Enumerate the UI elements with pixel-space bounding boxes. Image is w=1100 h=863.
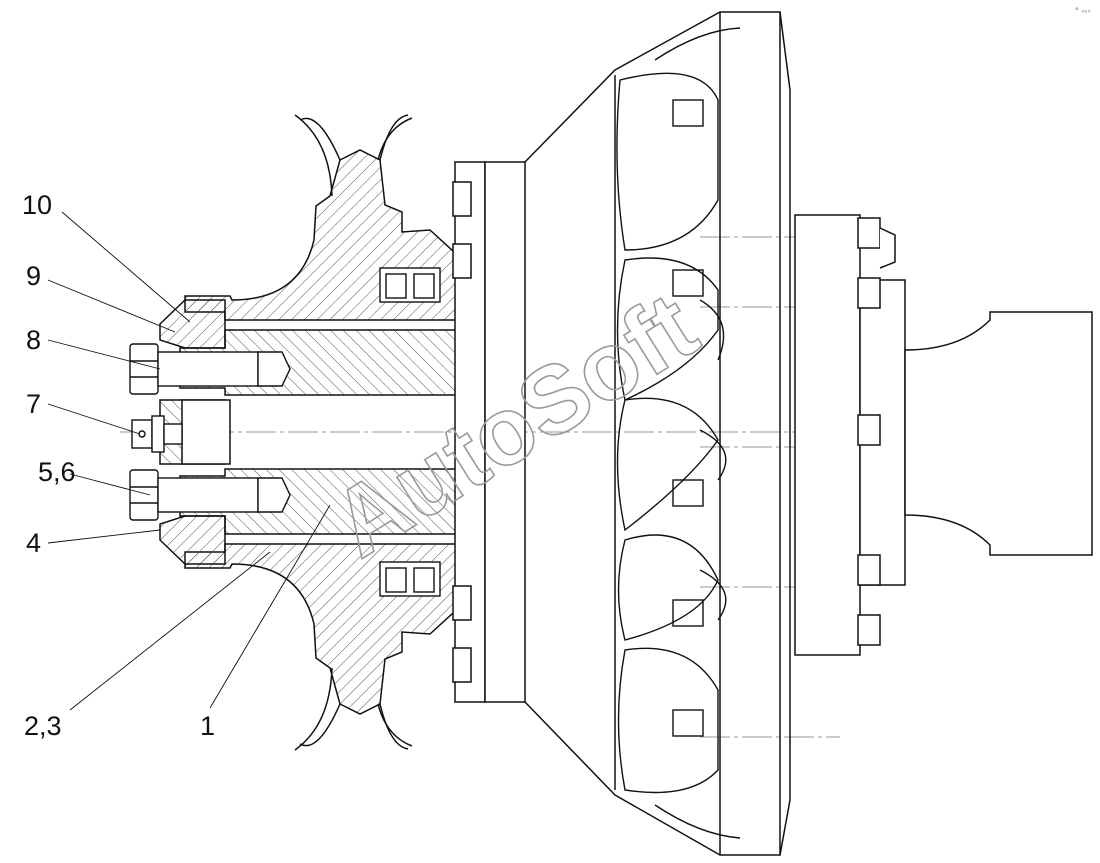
fan-housing bbox=[524, 11, 791, 856]
hub-flange bbox=[452, 161, 526, 703]
bearing-seals bbox=[379, 267, 441, 597]
bolts bbox=[129, 343, 291, 521]
callout-7: 7 bbox=[26, 389, 41, 419]
rear-coupling bbox=[794, 214, 1093, 656]
callout-9: 9 bbox=[26, 261, 41, 291]
fan-blades bbox=[616, 27, 741, 839]
corner-mark: ° ◦◦◦ bbox=[1075, 6, 1091, 16]
callouts: 10 9 8 7 5,6 4 2,3 1 bbox=[22, 190, 215, 741]
callout-4: 4 bbox=[26, 528, 41, 558]
callout-1: 1 bbox=[200, 711, 215, 741]
callout-5-6: 5,6 bbox=[38, 457, 76, 487]
callout-10: 10 bbox=[22, 190, 52, 220]
grease-nipple bbox=[131, 415, 183, 453]
front-cap bbox=[159, 299, 226, 565]
callout-2-3: 2,3 bbox=[24, 711, 62, 741]
callout-8: 8 bbox=[26, 325, 41, 355]
leader-lines bbox=[47, 211, 331, 711]
